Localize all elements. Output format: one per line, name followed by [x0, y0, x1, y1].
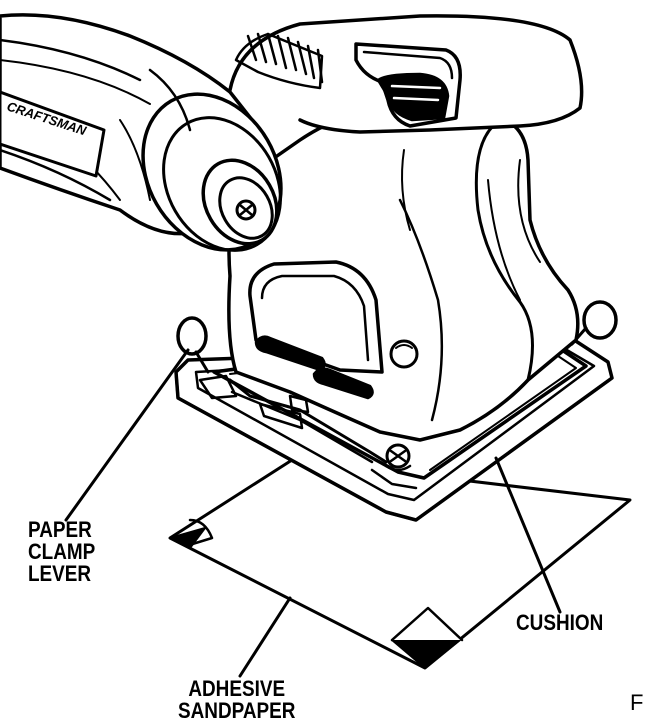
sander-body — [227, 14, 584, 442]
sandpaper-sheet — [168, 458, 632, 670]
leader-cushion — [494, 456, 562, 614]
leader-sandpaper — [238, 596, 292, 678]
adhesive-sandpaper-label: ADHESIVE SANDPAPER — [178, 676, 296, 723]
dust-port — [0, 13, 283, 252]
leader-lines — [64, 348, 562, 678]
cushion-label: CUSHION — [516, 610, 604, 635]
paper-clamp-lever-label: PAPER CLAMP LEVER — [28, 517, 96, 586]
paper-clamp-lever-right — [570, 300, 618, 346]
leader-paper-clamp — [64, 348, 190, 522]
cropped-edge-text: F — [630, 690, 644, 715]
paper-clamp-lever-left — [176, 316, 210, 374]
